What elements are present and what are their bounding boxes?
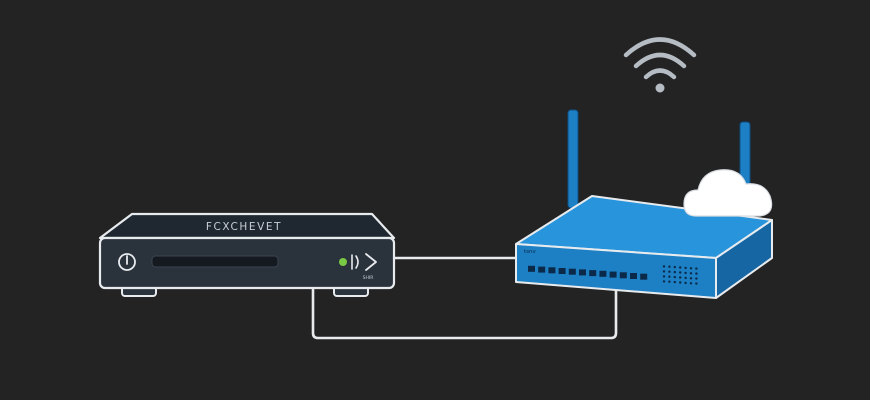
volume-icon [351, 254, 359, 270]
router-vent-hole [684, 271, 687, 275]
router-port [599, 270, 607, 277]
router: tsnv [515, 109, 773, 299]
router-vents [662, 265, 698, 285]
power-icon[interactable] [118, 253, 136, 271]
router-side-face [715, 219, 773, 299]
cables [311, 256, 618, 340]
router-vent-hole [673, 275, 676, 279]
router-vent-hole [673, 265, 676, 269]
router-vent-hole [668, 265, 671, 268]
cloud-icon [683, 169, 773, 217]
router-vent-hole [668, 275, 671, 278]
box-model-tag: SHIR [363, 275, 374, 281]
router-vent-hole [689, 267, 693, 270]
router-vent-hole [689, 277, 693, 280]
router-vent-hole [684, 276, 687, 280]
router-ports [528, 265, 648, 280]
router-vent-hole [695, 277, 698, 280]
router-port [619, 272, 627, 279]
router-port [609, 271, 617, 278]
router-vent-hole [673, 270, 676, 274]
router-vent-hole [684, 266, 687, 270]
router-vent-hole [689, 272, 693, 275]
router-port [528, 265, 535, 272]
router-port [568, 268, 576, 275]
router-port [538, 266, 546, 273]
router-vent-hole [679, 271, 682, 274]
box-brand: FCXCHEVET [206, 221, 282, 233]
router-vent-hole [679, 266, 682, 269]
router-vent-hole [679, 276, 682, 279]
router-port [589, 270, 597, 277]
router-vent-hole [662, 270, 666, 273]
status-led [339, 258, 347, 266]
router-port [630, 273, 637, 279]
router-vent-hole [673, 280, 676, 284]
router-port [548, 267, 556, 274]
router-port [640, 273, 648, 280]
router-vent-hole [695, 272, 698, 275]
wifi-icon [623, 37, 697, 93]
router-vent-hole [695, 267, 698, 270]
router-vent-hole [689, 282, 693, 285]
router-port [558, 268, 566, 274]
router-vent-hole [662, 275, 666, 278]
chevron-right-icon[interactable] [365, 253, 377, 271]
router-vent-hole [684, 281, 687, 285]
router-vent-hole [695, 282, 698, 285]
router-port [579, 269, 586, 276]
cable-bottom-loop [311, 286, 618, 340]
box-display-slot [151, 255, 279, 268]
router-vent-hole [662, 265, 666, 268]
router-antenna-left [567, 109, 579, 209]
router-vent-hole [668, 270, 671, 273]
set-top-box: FCXCHEVET SHIR [98, 212, 396, 297]
router-vent-hole [679, 281, 682, 284]
router-vent-hole [668, 280, 671, 283]
router-label: tsnv [524, 249, 537, 255]
router-vent-hole [662, 280, 666, 283]
